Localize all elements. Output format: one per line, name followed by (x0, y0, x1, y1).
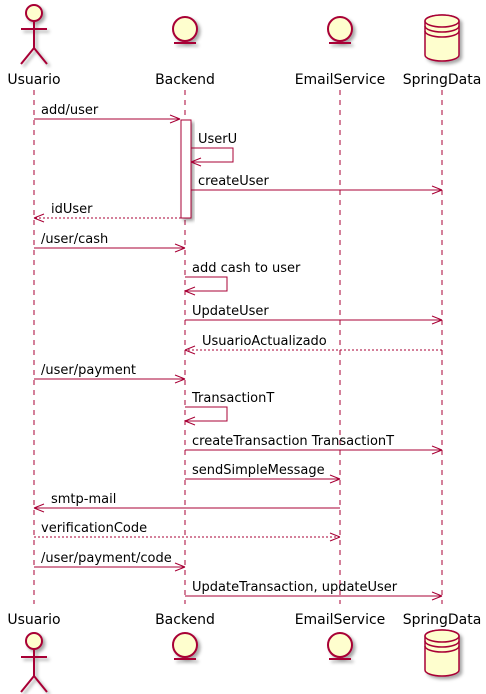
arrow-head (184, 290, 196, 296)
arrow-head (431, 315, 443, 321)
message-add-user: add/user (34, 103, 181, 124)
message-transactiont: TransactionT (184, 391, 274, 426)
participant-name: Backend (155, 72, 215, 88)
actor-icon (20, 4, 48, 65)
arrow-head (33, 507, 45, 513)
message-label: /user/payment (41, 363, 136, 378)
participant-emailservice-top: EmailService (295, 16, 386, 88)
entity-icon (172, 632, 198, 660)
message-usuarioactualizado: UsuarioActualizado (184, 334, 442, 355)
arrow-head (174, 566, 186, 572)
message-createuser: createUser (191, 174, 443, 195)
arrow-head (169, 114, 181, 120)
message-add-cash-to-user: add cash to user (184, 261, 301, 296)
participant-name: SpringData (403, 72, 482, 88)
participant-name: EmailService (295, 612, 386, 628)
message-updatetransaction-updateuser: UpdateTransaction, updateUser (185, 580, 443, 601)
entity-icon (327, 632, 353, 660)
message-label: smtp-mail (51, 492, 116, 507)
message-label: /user/payment/code (41, 551, 172, 566)
message-updateuser: UpdateUser (185, 304, 443, 325)
message-label: idUser (51, 202, 93, 217)
arrow-head (184, 416, 196, 422)
arrow-head (190, 157, 202, 163)
message-label: sendSimpleMessage (192, 463, 325, 478)
arrow-head (431, 591, 443, 597)
participant-springdata-bottom: SpringData (403, 612, 482, 677)
database-icon (424, 14, 460, 62)
message-iduser: idUser (33, 202, 181, 223)
arrow-head (184, 345, 196, 351)
arrow-head (174, 243, 186, 249)
arrow-head (33, 213, 45, 219)
arrow-head (184, 420, 196, 426)
message-label: createTransaction TransactionT (192, 434, 394, 449)
arrow-head (33, 503, 45, 509)
message-label: UpdateTransaction, updateUser (192, 580, 398, 595)
arrow-head (184, 286, 196, 292)
entity-icon (327, 16, 353, 44)
message-label: verificationCode (41, 521, 147, 536)
arrow-head (431, 189, 443, 195)
message-label: UpdateUser (192, 304, 269, 319)
participant-name: SpringData (403, 612, 482, 628)
arrow-head (431, 185, 443, 191)
message-sendsimplemessage: sendSimpleMessage (185, 463, 341, 484)
message-label: add/user (41, 103, 99, 118)
arrow-head (174, 247, 186, 253)
arrow-head (431, 595, 443, 601)
message-user-payment-code: /user/payment/code (34, 551, 186, 572)
arrow-head (431, 449, 443, 455)
arrow-head (184, 349, 196, 355)
message-createtransaction-transactiont: createTransaction TransactionT (185, 434, 443, 455)
participant-springdata-top: SpringData (403, 14, 482, 88)
arrow-head (174, 562, 186, 568)
participant-name: Usuario (7, 612, 60, 628)
participant-emailservice-bottom: EmailService (295, 612, 386, 660)
message-user-cash: /user/cash (34, 232, 186, 253)
participant-backend-bottom: Backend (155, 612, 215, 660)
arrow-head (329, 478, 341, 484)
activation-bar (180, 119, 192, 219)
arrow-head (174, 378, 186, 384)
database-icon (424, 629, 460, 677)
entity-icon (172, 16, 198, 44)
arrow-head (174, 374, 186, 380)
participant-usuario-bottom: Usuario (7, 612, 61, 693)
arrow-head (329, 536, 341, 542)
arrow-head (329, 474, 341, 480)
arrow-head (431, 445, 443, 451)
participant-usuario-top: Usuario (7, 4, 61, 88)
message-label: UserU (198, 132, 237, 147)
arrow-head (190, 161, 202, 167)
message-useru: UserU (190, 132, 237, 167)
message-arrow (185, 276, 228, 292)
message-label: UsuarioActualizado (202, 334, 327, 349)
message-label: createUser (198, 174, 270, 189)
actor-icon (20, 632, 48, 693)
message-user-payment: /user/payment (34, 363, 186, 384)
message-label: add cash to user (192, 261, 301, 276)
message-verificationcode: verificationCode (34, 521, 341, 542)
message-arrow (185, 406, 228, 422)
participant-name: EmailService (295, 72, 386, 88)
arrow-head (329, 532, 341, 538)
message-arrow (191, 147, 234, 163)
arrow-head (431, 319, 443, 325)
message-label: /user/cash (41, 232, 108, 247)
participant-name: Usuario (7, 72, 60, 88)
arrow-head (33, 217, 45, 223)
participant-backend-top: Backend (155, 16, 215, 88)
participant-name: Backend (155, 612, 215, 628)
arrow-head (169, 118, 181, 124)
message-smtp-mail: smtp-mail (33, 492, 340, 513)
message-label: TransactionT (191, 391, 274, 406)
